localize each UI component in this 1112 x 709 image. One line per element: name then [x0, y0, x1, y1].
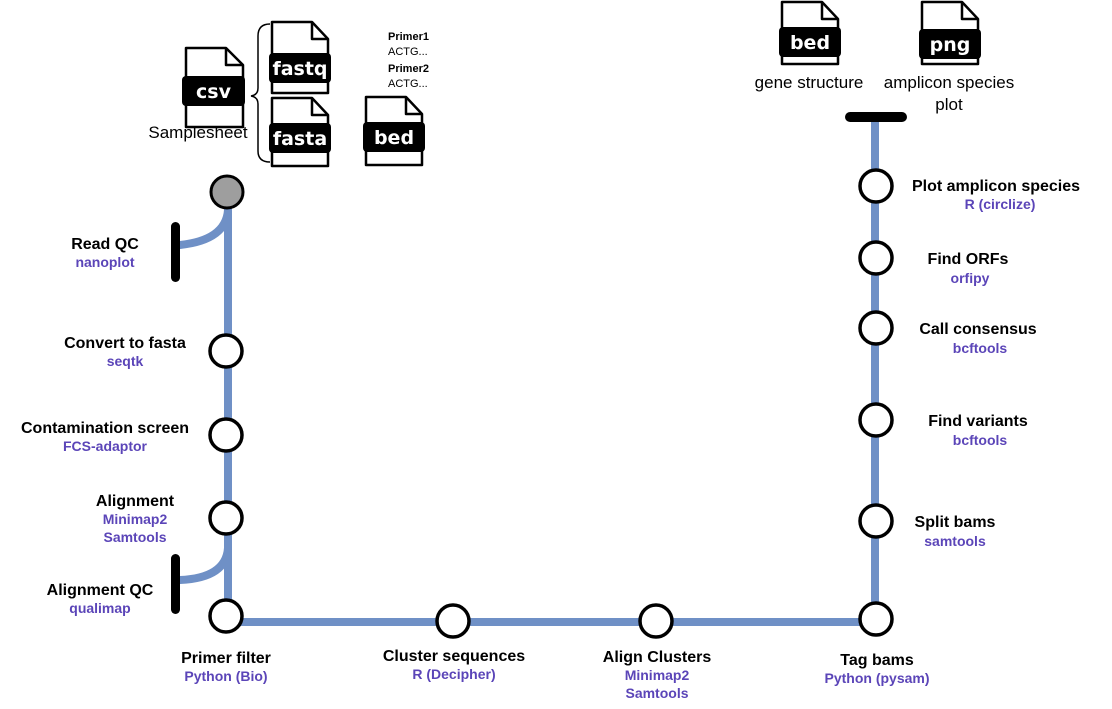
- node-cluster-sequences: [435, 603, 471, 639]
- samplesheet-label: Samplesheet: [148, 123, 248, 142]
- right-step-labels: Split bams samtools Find variants bcftoo…: [912, 178, 1080, 549]
- contamination-screen-tool: FCS-adaptor: [63, 438, 148, 454]
- read-qc-tool: nanoplot: [75, 254, 134, 270]
- node-alignment: [208, 500, 244, 536]
- main-track: [224, 114, 879, 626]
- alignment-qc-branch-track: [176, 544, 232, 584]
- alignment-title: Alignment: [96, 493, 175, 510]
- fastq-tag: fastq: [272, 58, 327, 80]
- step-nodes: [208, 168, 894, 639]
- bottom-step-labels: Primer filter Python (Bio) Cluster seque…: [181, 648, 929, 701]
- primer-filter-tool: Python (Bio): [184, 668, 267, 684]
- plot-label-line1: amplicon species: [884, 73, 1014, 92]
- find-orfs-title: Find ORFs: [928, 251, 1009, 268]
- csv-file-icon: csv: [182, 46, 245, 129]
- convert-to-fasta-tool: seqtk: [107, 353, 144, 369]
- csv-tag: csv: [196, 81, 232, 103]
- plot-label-line2: plot: [935, 95, 963, 114]
- align-clusters-tool-2: Samtools: [625, 685, 688, 701]
- node-find-orfs: [858, 240, 894, 276]
- convert-to-fasta-title: Convert to fasta: [64, 335, 186, 352]
- node-split-bams: [858, 503, 894, 539]
- branch-labels: Read QC nanoplot Alignment QC qualimap: [47, 236, 154, 616]
- start-node: [209, 174, 245, 210]
- fastq-file-icon: fastq: [269, 20, 331, 95]
- node-call-consensus: [858, 310, 894, 346]
- pipeline-tracks: [176, 114, 879, 626]
- call-consensus-tool: bcftools: [953, 340, 1008, 356]
- cluster-sequences-tool: R (Decipher): [412, 666, 495, 682]
- primer1-seq: ACTG...: [388, 46, 428, 58]
- plot-amplicon-species-tool: R (circlize): [965, 196, 1036, 212]
- samplesheet-bracket: [250, 23, 271, 163]
- primer1-name: Primer1: [388, 31, 429, 43]
- plot-amplicon-species-title: Plot amplicon species: [912, 178, 1080, 195]
- output-terminator: [845, 112, 907, 122]
- read-qc-title: Read QC: [71, 236, 139, 253]
- gene-structure-bed-icon: bed: [779, 0, 841, 66]
- split-bams-tool: samtools: [924, 533, 986, 549]
- bed-file-icon: bed: [363, 95, 425, 167]
- read-qc-branch-track: [176, 206, 232, 249]
- read-qc-terminator: [171, 222, 180, 282]
- align-clusters-title: Align Clusters: [603, 649, 712, 666]
- primer2-seq: ACTG...: [388, 78, 428, 90]
- output-files: bed gene structure png amplicon species …: [755, 0, 1014, 114]
- fasta-tag: fasta: [273, 128, 327, 150]
- node-align-clusters: [638, 603, 674, 639]
- plot-tag: png: [930, 34, 971, 56]
- align-clusters-tool-1: Minimap2: [625, 667, 690, 683]
- tag-bams-tool: Python (pysam): [824, 670, 929, 686]
- fasta-file-icon: fasta: [269, 96, 331, 168]
- split-bams-title: Split bams: [915, 514, 996, 531]
- primer-filter-title: Primer filter: [181, 650, 271, 667]
- left-step-labels: Convert to fasta seqtk Contamination scr…: [21, 335, 189, 545]
- node-primer-filter: [208, 598, 244, 634]
- amplicon-plot-png-icon: png: [919, 0, 981, 66]
- contamination-screen-title: Contamination screen: [21, 420, 189, 437]
- bed-tag: bed: [374, 127, 414, 149]
- node-contamination-screen: [208, 417, 244, 453]
- find-variants-tool: bcftools: [953, 432, 1008, 448]
- node-tag-bams: [858, 601, 894, 637]
- find-variants-title: Find variants: [928, 413, 1028, 430]
- cluster-sequences-title: Cluster sequences: [383, 648, 525, 665]
- alignment-qc-tool: qualimap: [69, 600, 130, 616]
- node-plot-amplicon-species: [858, 168, 894, 204]
- find-orfs-tool: orfipy: [951, 270, 990, 286]
- alignment-qc-title: Alignment QC: [47, 582, 154, 599]
- tag-bams-title: Tag bams: [840, 652, 914, 669]
- alignment-tool-2: Samtools: [103, 529, 166, 545]
- gene-structure-label: gene structure: [755, 73, 864, 92]
- node-find-variants: [858, 402, 894, 438]
- alignment-tool-1: Minimap2: [103, 511, 168, 527]
- input-files: csv Samplesheet fastq fasta Primer1 ACTG…: [148, 20, 429, 168]
- alignment-qc-terminator: [171, 554, 180, 614]
- node-convert-to-fasta: [208, 333, 244, 369]
- gene-structure-tag: bed: [790, 32, 830, 54]
- call-consensus-title: Call consensus: [919, 321, 1036, 338]
- primer2-name: Primer2: [388, 63, 429, 75]
